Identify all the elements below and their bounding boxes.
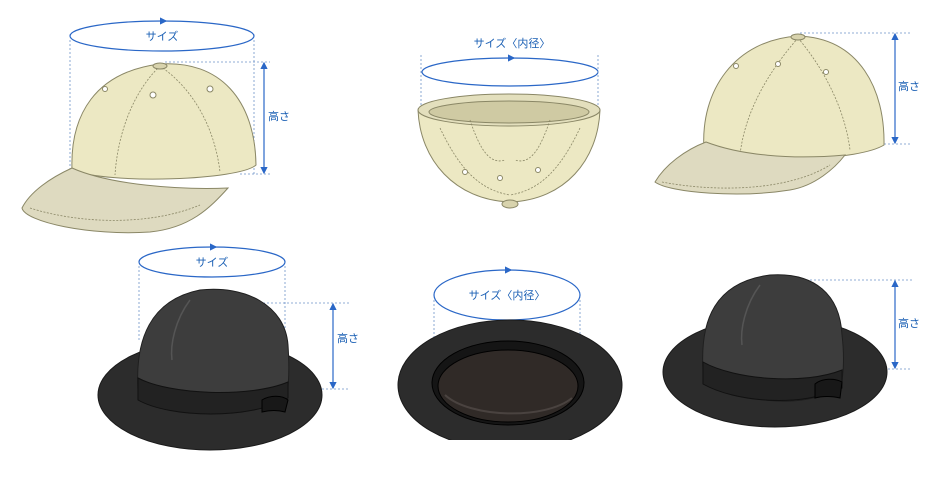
cap-crown (703, 35, 885, 160)
cap-visor (21, 167, 230, 234)
cap-side-view: 高さ (654, 32, 920, 195)
size-label: サイズ (196, 255, 229, 269)
cap-visor (654, 141, 847, 195)
height-label: 高さ (898, 316, 920, 330)
fedora-side-view: 高さ (662, 274, 920, 428)
inner-size-label: サイズ〈内径〉 (469, 288, 546, 302)
hat-crown (702, 274, 844, 402)
inner-size-label: サイズ〈内径〉 (474, 36, 551, 50)
height-label: 高さ (268, 109, 290, 123)
height-label: 高さ (337, 331, 359, 345)
cap-front-view: サイズ 高さ (21, 17, 290, 234)
cap-crown (71, 63, 257, 180)
size-label: サイズ (146, 29, 179, 43)
hat-band (702, 361, 843, 401)
cap-inside-view: サイズ〈内径〉 (417, 36, 601, 209)
hat-band (137, 377, 289, 415)
inner-size-ellipse (421, 57, 599, 87)
fedora-front-view: サイズ 高さ (97, 243, 359, 451)
fedora-inside-view: サイズ〈内径〉 (397, 266, 623, 452)
height-label: 高さ (898, 79, 920, 93)
